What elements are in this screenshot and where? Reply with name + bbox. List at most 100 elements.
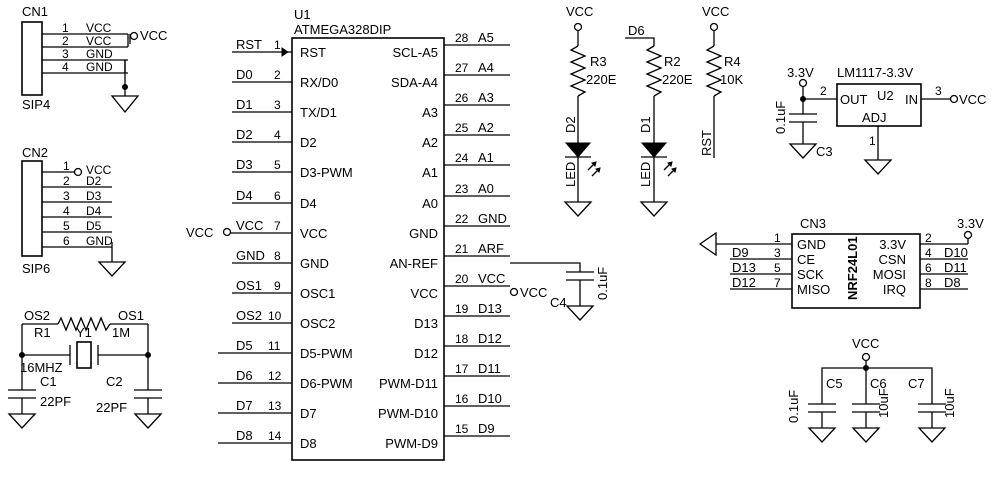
decap-ref: C7 <box>908 376 925 391</box>
u1-left-net: RST <box>236 37 262 52</box>
cn3-right-pin-name: IRQ <box>883 282 906 297</box>
cn1-pin-number: 1 <box>62 21 69 35</box>
u1-right-pin-name: D13 <box>414 316 438 331</box>
crystal-y1 <box>76 341 92 369</box>
cn3-right-pin-number: 8 <box>925 276 932 290</box>
u1-right-pin-name: A2 <box>422 135 438 150</box>
led-circuit-d1: D6 R2 220E D1 LED <box>625 23 693 217</box>
cn3-left-pin-name: GND <box>797 237 826 252</box>
u1-right-pin-name: VCC <box>411 286 438 301</box>
cn3-right-pin-name: CSN <box>879 252 906 267</box>
r3-value: 220E <box>586 72 617 87</box>
u1-right-pin-number: 22 <box>455 212 469 226</box>
u1-right-net: ARF <box>478 241 504 256</box>
u1-left-pin-number: 13 <box>268 399 282 413</box>
decap-value: 10uF <box>876 388 891 418</box>
u1-right-pin-name: D12 <box>414 346 438 361</box>
u1-left-pin-number: 14 <box>268 429 282 443</box>
c1-ref: C1 <box>40 374 57 389</box>
cn2-pin-net: GND <box>86 234 113 248</box>
c4-value: 0.1uF <box>595 267 610 300</box>
u1-left-net: D1 <box>236 97 253 112</box>
reg-body <box>836 83 922 127</box>
r3-ref: R3 <box>590 54 607 69</box>
u1-right-net: A5 <box>478 30 494 45</box>
cn1-ref: CN1 <box>22 4 48 19</box>
u1-right-pin-number: 16 <box>455 392 469 406</box>
decap-vcc-label: VCC <box>852 336 879 351</box>
cn1-vcc-terminal <box>129 31 139 41</box>
u1-left-net: VCC <box>236 218 263 233</box>
decap-value: 0.1uF <box>786 390 801 423</box>
u1-left-net: D2 <box>236 127 253 142</box>
cn3-left-pin-number: 7 <box>774 276 781 290</box>
cn3-left-pin-number: 1 <box>774 231 781 245</box>
u1-right-pin-number: 19 <box>455 302 469 316</box>
u1-left-net: OS1 <box>236 278 262 293</box>
u1-right-pin-name: A3 <box>422 105 438 120</box>
d2-type: LED <box>563 162 578 187</box>
cn1-pin-number: 3 <box>62 47 69 61</box>
decap-ref: C5 <box>826 376 843 391</box>
resistor-r3 <box>569 45 587 97</box>
u1-left-pin-name: OSC1 <box>300 286 335 301</box>
u1-left-pin-number: 6 <box>274 189 281 203</box>
reg-ref: U2 <box>877 88 894 103</box>
u1-right-pin-name: SDA-A4 <box>391 75 438 90</box>
u1-right-net: A1 <box>478 150 494 165</box>
cn2-pin-net: D5 <box>86 219 102 233</box>
u1-ref: U1 <box>294 7 311 22</box>
cn3-ground-symbol <box>698 231 717 257</box>
c2-ground-symbol <box>133 413 163 429</box>
cn1-pin-net: GND <box>86 60 113 74</box>
u1-right-pin-number: 15 <box>455 422 469 436</box>
reg-out: OUT <box>840 92 868 107</box>
decap-ground-symbol <box>917 427 947 443</box>
cn2-pin-net: D3 <box>86 189 102 203</box>
r2-value: 220E <box>662 72 693 87</box>
os1-label: OS1 <box>118 308 144 323</box>
c3-ground-symbol <box>788 143 818 159</box>
cn3-left-net: D13 <box>732 260 756 275</box>
u1-left-pin-name: GND <box>300 256 329 271</box>
u1-right-net: A3 <box>478 90 494 105</box>
r1-value: 1M <box>112 325 130 340</box>
r2-ref: R2 <box>664 54 681 69</box>
d2-ref: D2 <box>563 116 578 133</box>
u1-right-net: VCC <box>478 271 505 286</box>
u1-right-net: D13 <box>478 301 502 316</box>
u1-right-pin-name: PWM-D9 <box>385 436 438 451</box>
u1-left-pin-number: 8 <box>274 249 281 263</box>
r4-vcc-label: VCC <box>702 4 729 19</box>
reg-vcc-label: VCC <box>959 92 986 107</box>
cn3-part: NRF24L01 <box>845 236 860 300</box>
regulator-u2: 3.3V LM1117-3.3V OUT U2 IN ADJ 2 C3 0.1u… <box>773 65 986 175</box>
c2-value: 22PF <box>96 400 127 415</box>
cn2-pin-number: 6 <box>63 234 70 248</box>
c1-ground-symbol <box>7 413 37 429</box>
cn1-pin-net: VCC <box>86 21 112 35</box>
u1-right-pin-name: PWM-D11 <box>379 376 438 391</box>
cn3-right-net: D8 <box>944 275 961 290</box>
u1-right-pin-number: 27 <box>455 61 469 75</box>
u1-right-pin-number: 24 <box>455 151 469 165</box>
cn1-vcc-label: VCC <box>140 28 167 43</box>
u1-left-pin-number: 5 <box>274 158 281 172</box>
u1-right-pin-number: 26 <box>455 91 469 105</box>
crystal-circuit: OS2 OS1 R1 1M Y1 16MHZ C1 C2 22PF 22PF <box>7 308 163 429</box>
u1-right-pin-number: 18 <box>455 332 469 346</box>
cn2-ref: CN2 <box>22 145 48 160</box>
cn3-right-net: D10 <box>944 245 968 260</box>
u1-left-pin-number: 9 <box>274 279 281 293</box>
cn3-left-net: D9 <box>732 245 749 260</box>
u1-right-pin-name: A1 <box>422 165 438 180</box>
reg-pin-in: 3 <box>935 84 942 98</box>
r4-ref: R4 <box>724 54 741 69</box>
cn3-left-pin-name: MISO <box>797 282 830 297</box>
cn1-pin-net: VCC <box>86 34 112 48</box>
cn3-right-pin-number: 4 <box>925 246 932 260</box>
u1-right-pin-number: 25 <box>455 121 469 135</box>
u1-left-pin-number: 3 <box>274 98 281 112</box>
